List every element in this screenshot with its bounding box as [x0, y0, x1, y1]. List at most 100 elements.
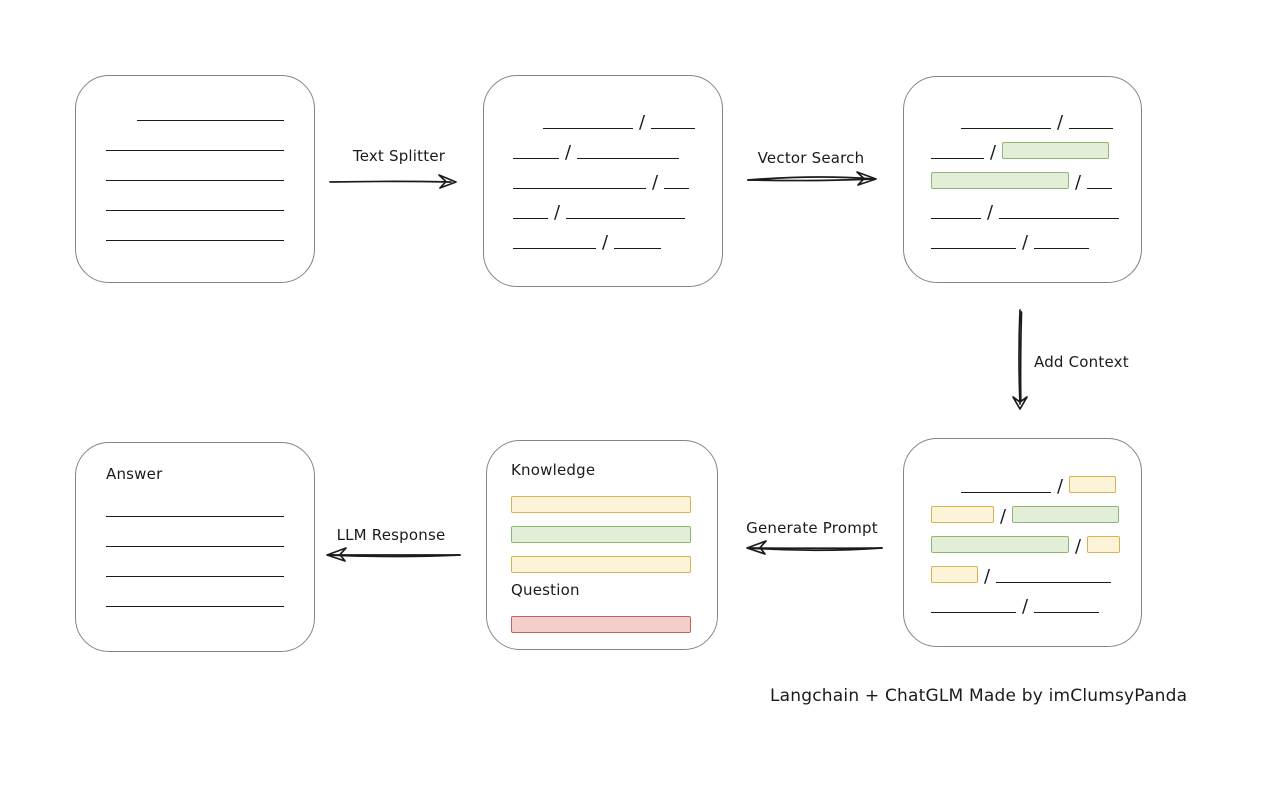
chunk-row: / [931, 99, 1121, 133]
text-line [931, 218, 981, 219]
box-label: Knowledge [511, 461, 596, 479]
text-line [543, 128, 633, 129]
text-line [1034, 248, 1090, 249]
context-rows: ///// [904, 439, 1141, 646]
box-label: Question [511, 581, 580, 599]
text-line [1034, 612, 1100, 613]
llm-response-arrow-icon [326, 547, 461, 562]
text-line [106, 576, 284, 577]
text-line [106, 546, 284, 547]
text-line [106, 606, 284, 607]
chunk-row [106, 121, 284, 151]
slash-separator: / [1057, 112, 1064, 133]
text-line [931, 612, 1016, 613]
slash-separator: / [1075, 172, 1082, 193]
chunk-row [511, 543, 691, 573]
slash-separator: / [565, 142, 572, 163]
llm-response-label: LLM Response [336, 526, 446, 544]
text-line [513, 158, 559, 159]
slash-separator: / [554, 202, 561, 223]
text-line [931, 158, 984, 159]
box-label: Answer [106, 465, 163, 483]
chunk-row: / [513, 219, 702, 253]
slash-separator: / [602, 232, 609, 253]
green-chunk-chip [931, 536, 1069, 553]
yellow-chunk-chip [1069, 476, 1117, 493]
text-splitter-arrow-icon [329, 174, 457, 189]
document-rows [76, 76, 314, 282]
text-line [513, 218, 548, 219]
add-context-arrow-icon [1012, 309, 1028, 410]
chunk-row: / [513, 189, 702, 223]
chunk-row: / [931, 219, 1121, 253]
chunk-row: / [931, 159, 1121, 193]
add-context-label: Add Context [1034, 353, 1129, 371]
red-chunk-chip [511, 616, 691, 633]
answer-rows: Answer [76, 443, 314, 651]
vector-search-arrow-icon [747, 171, 877, 186]
slash-separator: / [652, 172, 659, 193]
chunk-row: / [931, 463, 1121, 497]
yellow-chunk-chip [511, 496, 691, 513]
chunk-row [511, 603, 691, 633]
diagram-caption: Langchain + ChatGLM Made by imClumsyPand… [770, 686, 1188, 706]
text-line [513, 248, 596, 249]
slash-separator: / [1022, 232, 1029, 253]
text-line [999, 218, 1120, 219]
slash-separator: / [1057, 476, 1064, 497]
text-line [961, 492, 1051, 493]
text-line [996, 582, 1112, 583]
text-line [961, 128, 1051, 129]
text-line [614, 248, 662, 249]
green-chunk-chip [931, 172, 1069, 189]
green-chunk-chip [1012, 506, 1120, 523]
yellow-chunk-chip [511, 556, 691, 573]
chunk-row [106, 517, 284, 547]
chunk-row: / [931, 553, 1121, 586]
text-line [664, 188, 690, 189]
slash-separator: / [990, 142, 997, 163]
slash-separator: / [1022, 596, 1029, 617]
text-line [106, 240, 284, 241]
chunk-row [511, 483, 691, 513]
slash-separator: / [987, 202, 994, 223]
text-line [106, 150, 284, 151]
chunk-row: / [513, 129, 702, 163]
green-chunk-chip [1002, 142, 1110, 159]
generate-prompt-label: Generate Prompt [746, 519, 878, 537]
chunks-rows: / / / / / [484, 76, 722, 286]
chunk-row [511, 513, 691, 543]
vector-search-label: Vector Search [757, 149, 865, 167]
text-line [1069, 128, 1114, 129]
vector-result-box: / / / / / [903, 76, 1142, 283]
chunk-row [106, 487, 284, 517]
yellow-chunk-chip [931, 506, 994, 523]
text-line [566, 218, 686, 219]
green-chunk-chip [511, 526, 691, 543]
answer-box: Answer [75, 442, 315, 652]
chunk-row [106, 181, 284, 211]
slash-separator: / [639, 112, 646, 133]
context-box: ///// [903, 438, 1142, 647]
chunk-row [106, 577, 284, 607]
chunk-row: / [931, 583, 1121, 617]
chunk-row [106, 547, 284, 577]
chunk-row [106, 211, 284, 241]
text-line [513, 188, 646, 189]
chunk-row: / [931, 523, 1121, 556]
slash-separator: / [1000, 506, 1007, 527]
text-line [577, 158, 680, 159]
chunk-row: / [931, 493, 1121, 527]
chunk-row: / [513, 159, 702, 193]
text-splitter-label: Text Splitter [352, 147, 446, 165]
yellow-chunk-chip [1087, 536, 1121, 553]
text-line [931, 248, 1016, 249]
yellow-chunk-chip [931, 566, 978, 583]
chunk-row [106, 91, 284, 121]
text-line [136, 120, 284, 121]
chunk-row: / [513, 99, 702, 133]
chunk-row: / [931, 189, 1121, 223]
text-line [651, 128, 696, 129]
